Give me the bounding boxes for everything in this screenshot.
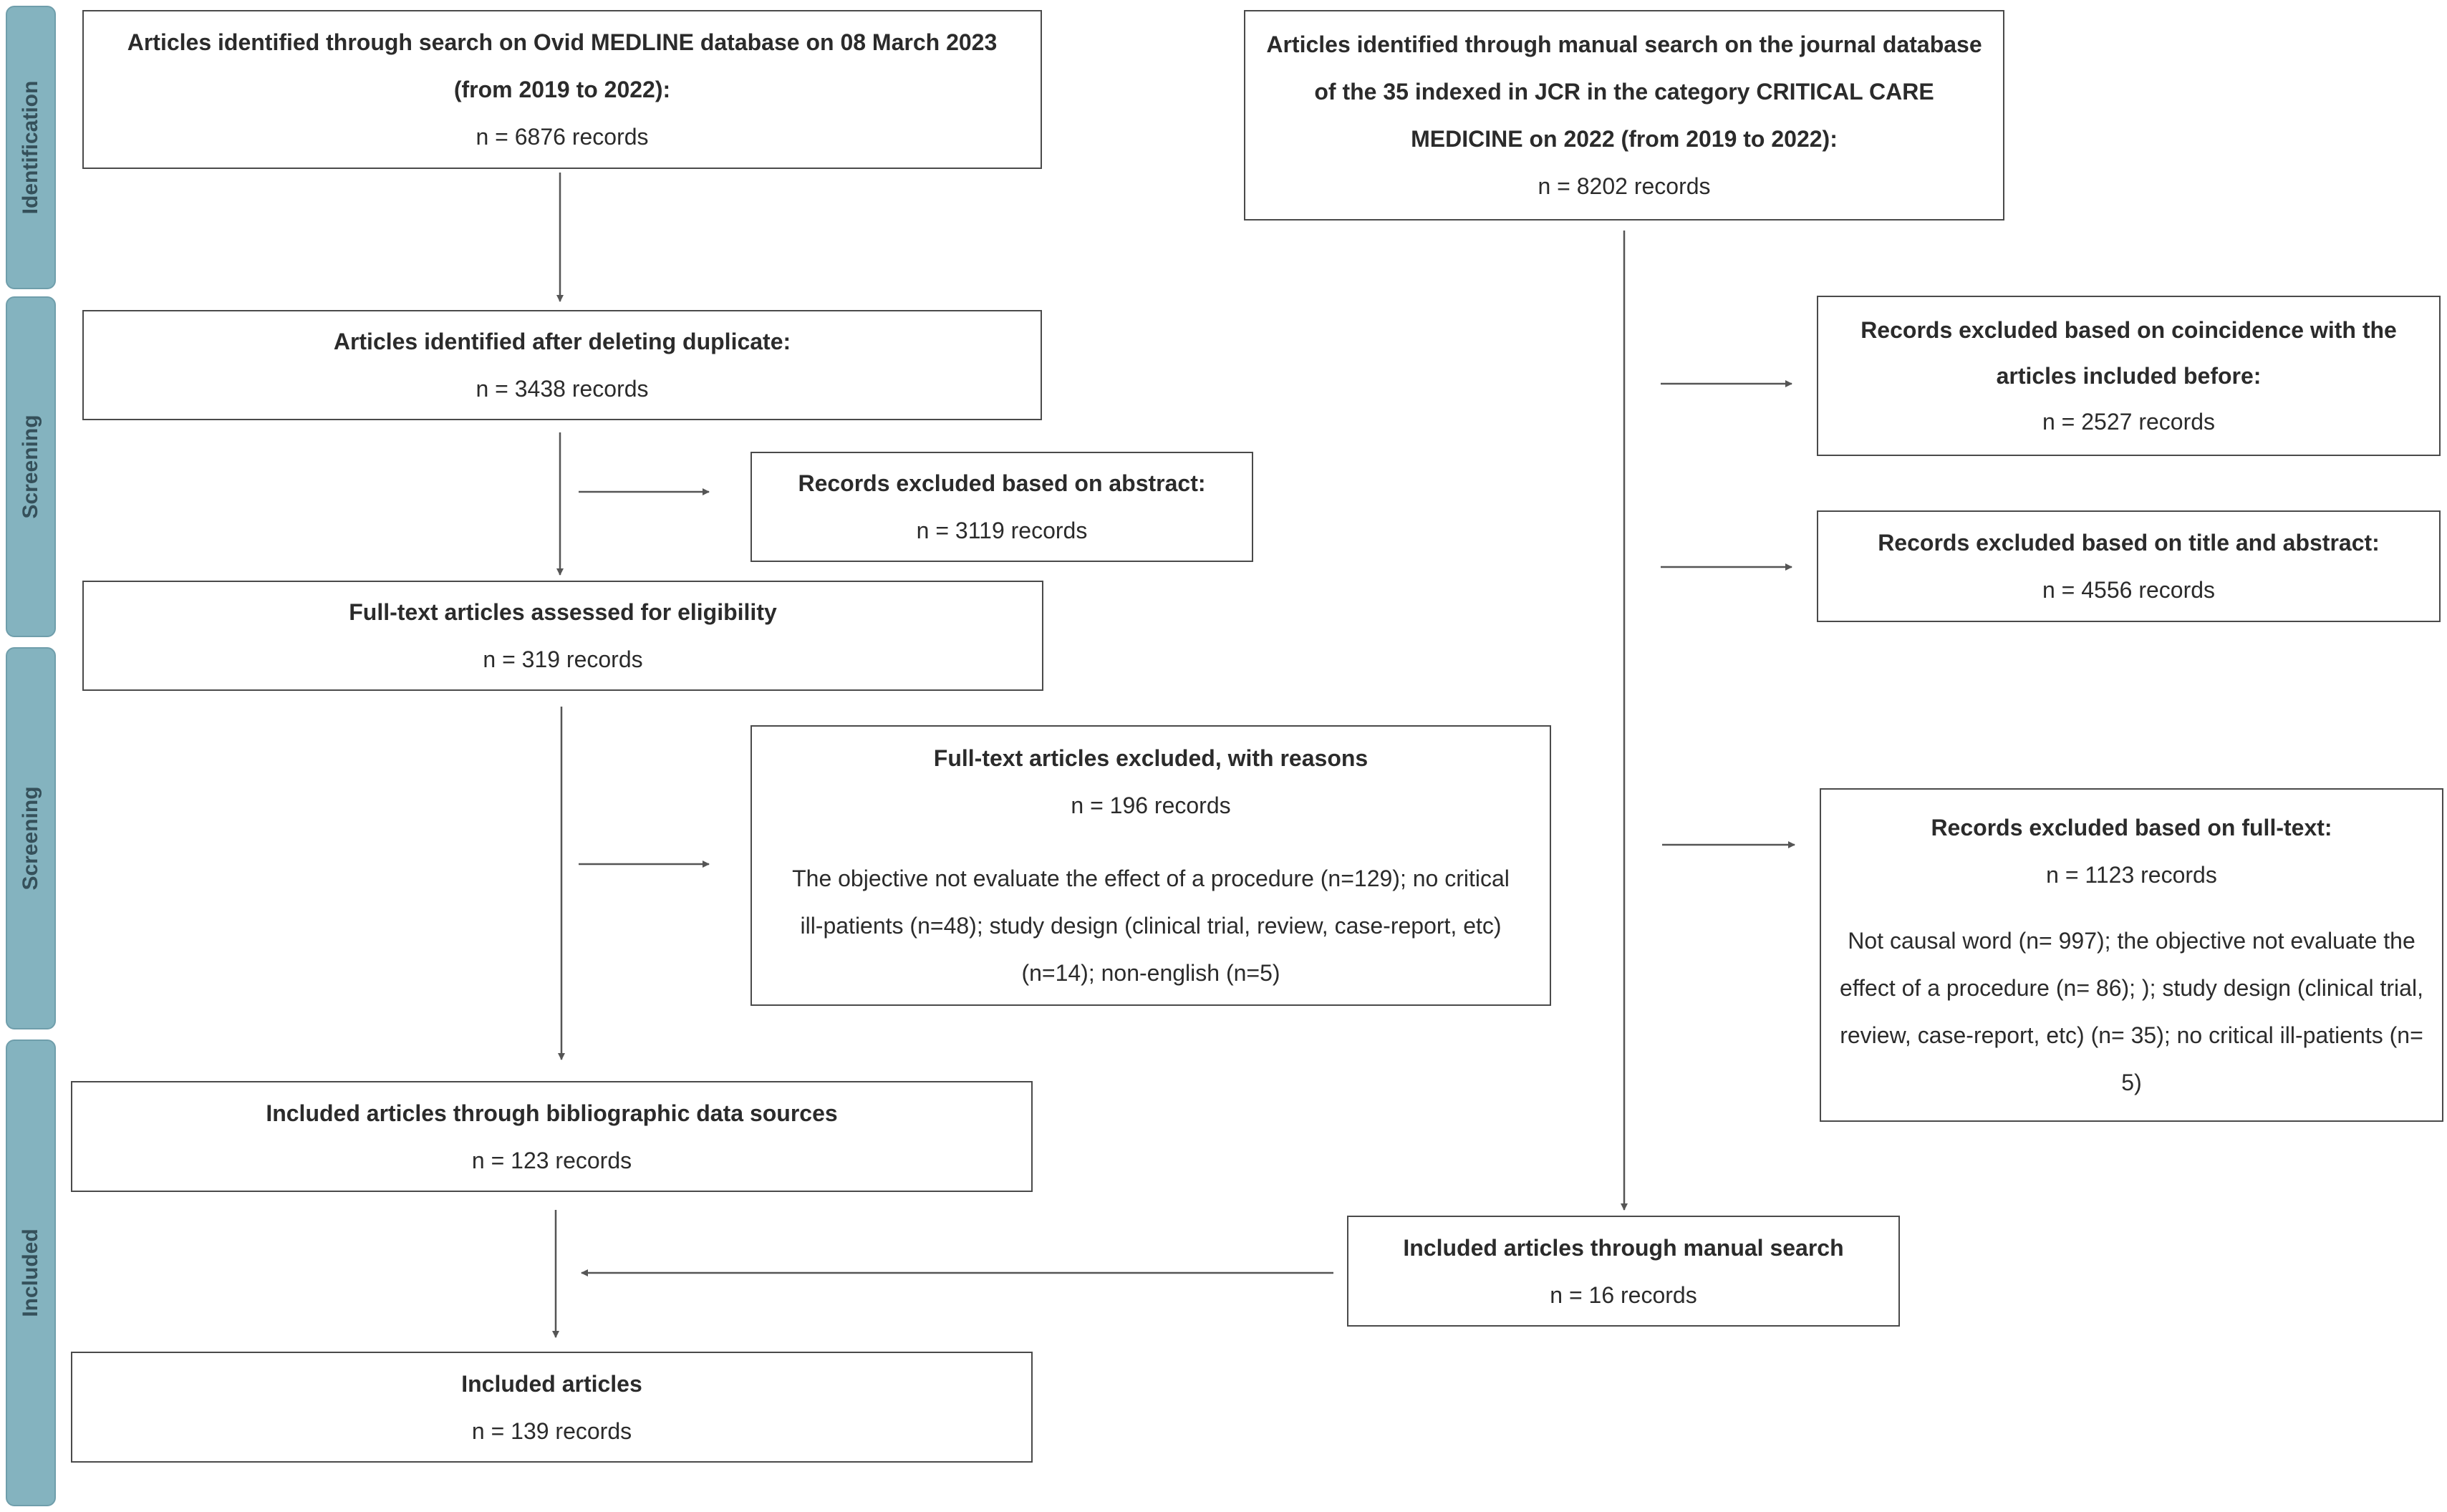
box-deduplicated: Articles identified after deleting dupli… (82, 310, 1042, 420)
box-excluded-full-text: Records excluded based on full-text: n =… (1820, 788, 2443, 1122)
box-included-manual-count: n = 16 records (1550, 1281, 1697, 1308)
box-included-manual: Included articles through manual search … (1347, 1216, 1900, 1327)
box-full-text-assessed-count: n = 319 records (483, 646, 643, 672)
box-ovid-search: Articles identified through search on Ov… (82, 10, 1042, 169)
box-deduplicated-title: Articles identified after deleting dupli… (333, 329, 791, 354)
box-excluded-full-text-detail: Not causal word (n= 997); the objective … (1840, 928, 2423, 1095)
box-excluded-coincidence-title: Records excluded based on coincidence wi… (1860, 317, 2397, 389)
box-excluded-title-abstract-title: Records excluded based on title and abst… (1878, 530, 2380, 556)
box-full-text-assessed: Full-text articles assessed for eligibil… (82, 581, 1043, 691)
box-excluded-abstract-title: Records excluded based on abstract: (798, 470, 1206, 496)
box-full-text-excluded-title: Full-text articles excluded, with reason… (933, 745, 1369, 771)
box-included-total-title: Included articles (461, 1370, 642, 1397)
box-included-bibliographic-count: n = 123 records (471, 1147, 632, 1173)
box-manual-search: Articles identified through manual searc… (1244, 10, 2004, 220)
phase-screening-2: Screening (6, 647, 56, 1029)
box-deduplicated-count: n = 3438 records (476, 376, 649, 402)
box-excluded-full-text-count: n = 1123 records (2046, 862, 2217, 888)
phase-included: Included (6, 1040, 56, 1506)
phase-screening-1: Screening (6, 296, 56, 637)
box-excluded-abstract-count: n = 3119 records (916, 518, 1088, 543)
phase-identification: Identification (6, 6, 56, 289)
box-included-manual-title: Included articles through manual search (1403, 1234, 1844, 1261)
box-excluded-abstract: Records excluded based on abstract: n = … (750, 452, 1253, 562)
box-included-bibliographic: Included articles through bibliographic … (71, 1081, 1033, 1192)
box-ovid-search-title: Articles identified through search on Ov… (127, 29, 998, 102)
box-excluded-coincidence-count: n = 2527 records (2042, 409, 2216, 435)
box-included-bibliographic-title: Included articles through bibliographic … (266, 1100, 838, 1126)
box-manual-search-title: Articles identified through manual searc… (1266, 32, 1982, 152)
box-full-text-excluded: Full-text articles excluded, with reason… (750, 725, 1551, 1006)
box-excluded-title-abstract-count: n = 4556 records (2042, 577, 2216, 603)
box-excluded-full-text-title: Records excluded based on full-text: (1931, 815, 2332, 840)
box-full-text-excluded-detail: The objective not evaluate the effect of… (792, 866, 1510, 986)
box-full-text-excluded-count: n = 196 records (1071, 793, 1231, 818)
box-ovid-search-count: n = 6876 records (476, 124, 649, 150)
box-full-text-assessed-title: Full-text articles assessed for eligibil… (349, 599, 777, 625)
box-manual-search-count: n = 8202 records (1538, 173, 1711, 199)
box-included-total: Included articles n = 139 records (71, 1352, 1033, 1463)
box-included-total-count: n = 139 records (471, 1418, 632, 1444)
box-excluded-coincidence: Records excluded based on coincidence wi… (1817, 296, 2441, 456)
box-excluded-title-abstract: Records excluded based on title and abst… (1817, 510, 2441, 622)
